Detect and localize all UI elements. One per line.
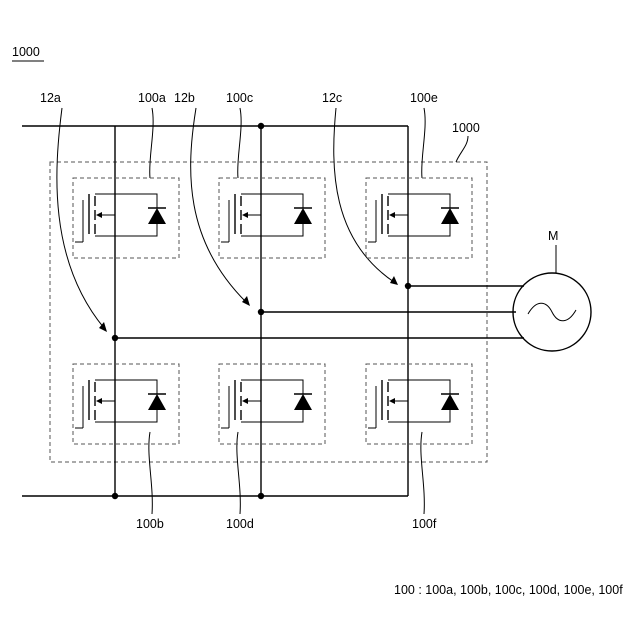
module-label-100e: 100e [410,91,438,105]
module-label-100f: 100f [412,517,437,531]
enclosure-leader [456,136,468,162]
junction-dot [112,493,118,499]
module-label-100a: 100a [138,91,166,105]
diode-top-lead [408,194,450,208]
diode-top-lead [261,380,303,394]
diode-icon [441,394,459,410]
module-label-100c: 100c [226,91,253,105]
diode-icon [148,208,166,224]
arrowhead-icon [96,212,102,218]
diode-icon [294,208,312,224]
arrowhead-icon [242,398,248,404]
arrowhead-icon [242,296,250,306]
figure-label: 1000 [12,45,40,59]
diode-top-lead [115,380,157,394]
diode-top-lead [115,194,157,208]
module-label-100b: 100b [136,517,164,531]
diode-icon [148,394,166,410]
diode-bottom-lead [408,410,450,422]
node-label-12c: 12c [322,91,342,105]
node-arrow-12b [191,108,246,302]
diode-top-lead [408,380,450,394]
switch-modules [73,178,472,444]
diode-top-lead [261,194,303,208]
enclosure-label: 1000 [452,121,480,135]
junction-dot [405,283,411,289]
diode-bottom-lead [408,224,450,236]
module-leader-100a [150,108,153,178]
diode-bottom-lead [261,224,303,236]
node-label-12a: 12a [40,91,61,105]
diode-bottom-lead [261,410,303,422]
legend-text: 100 : 100a, 100b, 100c, 100d, 100e, 100f [394,583,623,597]
motor-label: M [548,229,558,243]
node-label-12b: 12b [174,91,195,105]
node-arrow-12a [57,108,104,328]
diode-icon [294,394,312,410]
arrowhead-icon [389,212,395,218]
module-leader-100e [422,108,425,178]
diode-bottom-lead [115,410,157,422]
junction-dot [112,335,118,341]
node-arrow-12c [334,108,394,282]
ac-wave-icon [528,303,576,321]
diode-bottom-lead [115,224,157,236]
junction-dot [258,123,264,129]
module-label-100d: 100d [226,517,254,531]
junction-dot [258,309,264,315]
arrowhead-icon [96,398,102,404]
module-leader-100c [238,108,241,178]
arrowhead-icon [389,398,395,404]
arrowhead-icon [242,212,248,218]
diode-icon [441,208,459,224]
junction-dot [258,493,264,499]
